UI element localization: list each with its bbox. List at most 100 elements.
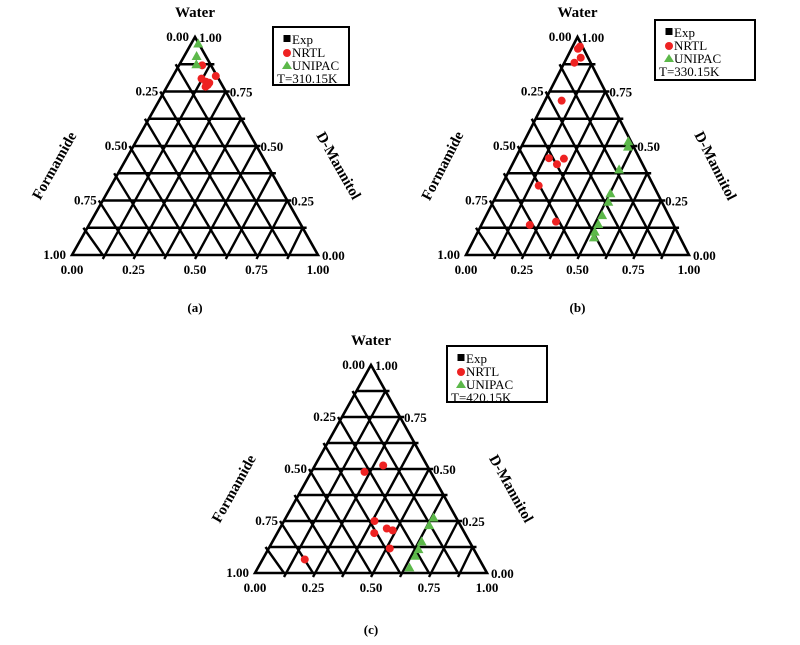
legend-unipac-icon xyxy=(664,54,674,62)
unipac-point xyxy=(193,38,204,48)
triangle-frame xyxy=(69,34,321,257)
grid-line-mannitol xyxy=(193,145,258,260)
nrtl-point xyxy=(551,217,560,226)
nrtl-point xyxy=(211,72,220,81)
grid-line-formamide xyxy=(278,520,315,574)
nrtl-point xyxy=(570,58,579,67)
unipac-point xyxy=(413,544,424,554)
nrtl-point xyxy=(385,544,394,553)
nrtl-point xyxy=(534,181,543,190)
right-tick-label: 0.75 xyxy=(230,85,253,100)
left-tick-label: 0.75 xyxy=(74,193,97,208)
legend-temperature: T=310.15K xyxy=(277,71,338,86)
right-tick-label: 1.00 xyxy=(375,358,398,373)
unipac-point xyxy=(623,141,634,151)
grid xyxy=(474,63,680,260)
nrtl-point xyxy=(203,80,212,89)
right-tick-label: 0.00 xyxy=(491,566,514,581)
legend-exp-icon xyxy=(283,35,291,42)
grid-line-formamide xyxy=(174,63,289,256)
right-axis-title: D-Mannitol xyxy=(691,129,739,203)
right-tick-label: 1.00 xyxy=(582,30,605,45)
right-tick-label: 0.50 xyxy=(433,462,456,477)
grid-line-formamide xyxy=(307,468,373,574)
bottom-tick-label: 0.50 xyxy=(184,262,207,277)
grid-line-formamide xyxy=(97,199,135,256)
series-unipac xyxy=(404,512,439,572)
unipac-point xyxy=(589,226,600,236)
unipac-point xyxy=(614,164,625,174)
series-nrtl xyxy=(300,461,397,564)
grid-line-formamide xyxy=(488,199,523,256)
legend-entry: NRTL xyxy=(674,38,707,53)
grid-line-mannitol xyxy=(604,172,649,260)
unipac-point xyxy=(191,50,202,60)
grid-line-formamide xyxy=(293,494,344,574)
grid-line-mannitol xyxy=(398,494,445,578)
series-nrtl xyxy=(525,42,585,229)
bottom-tick-label: 0.75 xyxy=(418,580,441,595)
bottom-tick-label: 1.00 xyxy=(476,580,499,595)
legend-temperature: T=330.15K xyxy=(659,64,720,79)
unipac-point xyxy=(603,196,614,206)
legend-exp-icon xyxy=(457,354,465,361)
nrtl-point xyxy=(559,154,568,163)
nrtl-point xyxy=(552,160,561,169)
grid-line-mannitol xyxy=(548,118,621,260)
grid-line-mannitol xyxy=(255,199,289,260)
bottom-tick-label: 0.75 xyxy=(245,262,268,277)
right-tick-label: 0.75 xyxy=(404,410,427,425)
bottom-tick-label: 1.00 xyxy=(307,262,330,277)
left-tick-label: 0.50 xyxy=(493,138,516,153)
series-unipac xyxy=(191,38,204,69)
grid-line-mannitol xyxy=(632,199,663,260)
unipac-point xyxy=(428,512,439,522)
legend-entry: NRTL xyxy=(292,45,325,60)
unipac-point xyxy=(605,188,616,198)
nrtl-point xyxy=(575,42,584,51)
bottom-tick-label: 0.50 xyxy=(360,580,383,595)
left-axis-title: Formamide xyxy=(30,129,81,202)
unipac-point xyxy=(191,59,202,69)
unipac-point xyxy=(593,219,604,229)
grid-line-mannitol xyxy=(224,172,273,260)
grid-line-formamide xyxy=(128,145,197,256)
bottom-tick-label: 0.25 xyxy=(302,580,325,595)
legend-exp-icon xyxy=(665,28,673,35)
left-tick-label: 0.50 xyxy=(105,138,128,153)
left-tick-label: 0.25 xyxy=(136,84,159,99)
grid-line-mannitol xyxy=(427,520,460,578)
panel-caption: (a) xyxy=(187,300,202,315)
grid-line-formamide xyxy=(516,145,579,256)
bottom-tick-label: 0.50 xyxy=(566,262,589,277)
grid xyxy=(82,63,307,260)
left-axis-title: Formamide xyxy=(419,129,468,203)
right-tick-label: 0.50 xyxy=(637,139,660,154)
right-tick-label: 0.00 xyxy=(322,248,345,263)
legend-entry: Exp xyxy=(292,32,313,47)
left-tick-label: 0.00 xyxy=(166,29,189,44)
left-tick-label: 1.00 xyxy=(43,247,66,262)
legend-temperature: T=420.15K xyxy=(451,390,512,405)
bottom-tick-label: 0.25 xyxy=(122,262,145,277)
panel-caption: (b) xyxy=(570,300,586,315)
grid-line-formamide xyxy=(143,118,227,256)
nrtl-point xyxy=(557,96,566,105)
grid-line-formamide xyxy=(82,227,104,256)
grid-line-mannitol xyxy=(101,63,212,260)
grid-line-mannitol xyxy=(492,63,593,260)
grid-line-mannitol xyxy=(163,118,243,260)
left-tick-label: 1.00 xyxy=(437,247,460,262)
grid-line-formamide xyxy=(322,442,402,574)
left-tick-label: 0.25 xyxy=(313,409,336,424)
legend-entry: Exp xyxy=(466,351,487,366)
right-axis-title: D-Mannitol xyxy=(313,129,364,202)
right-tick-label: 0.75 xyxy=(609,85,632,100)
nrtl-point xyxy=(544,154,553,163)
nrtl-point xyxy=(360,467,369,476)
legend-entry: UNIPAC xyxy=(466,377,513,392)
bottom-tick-label: 0.75 xyxy=(622,262,645,277)
